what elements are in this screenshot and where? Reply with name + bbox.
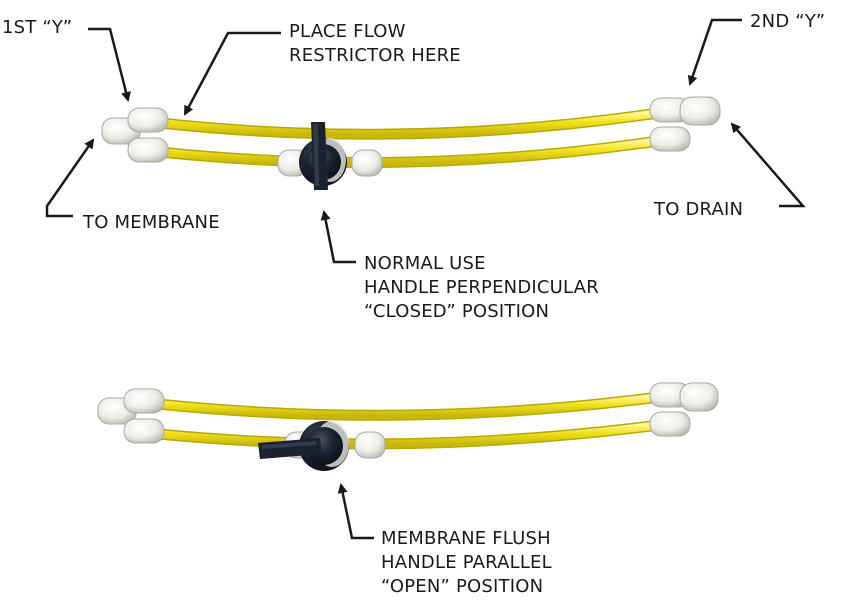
first-y-text: 1ST “Y” — [2, 16, 72, 40]
arrow-first-y — [88, 29, 128, 100]
top-assembly — [102, 97, 720, 190]
to-drain-text: TO DRAIN — [654, 198, 743, 222]
arrow-to-membrane — [47, 140, 93, 216]
label-normal-use: NORMAL USE HANDLE PERPENDICULAR “CLOSED”… — [364, 252, 599, 324]
label-membrane-flush: MEMBRANE FLUSH HANDLE PARALLEL “OPEN” PO… — [381, 527, 552, 599]
normal-use-line-2: HANDLE PERPENDICULAR — [364, 276, 599, 300]
label-to-membrane: TO MEMBRANE — [83, 211, 220, 235]
bottom-assembly — [98, 383, 718, 471]
second-y-text: 2ND “Y” — [750, 10, 825, 34]
arrow-normal-use — [324, 212, 356, 262]
membrane-flush-line-1: MEMBRANE FLUSH — [381, 527, 552, 551]
membrane-flush-line-2: HANDLE PARALLEL — [381, 551, 552, 575]
arrow-flow-restrictor — [185, 33, 281, 114]
label-flow-restrictor: PLACE FLOW RESTRICTOR HERE — [289, 20, 461, 68]
label-to-drain: TO DRAIN — [654, 198, 743, 222]
label-first-y: 1ST “Y” — [2, 16, 72, 40]
bottom-left-y-fitting — [98, 389, 164, 443]
label-second-y: 2ND “Y” — [750, 10, 825, 34]
arrow-to-drain — [732, 124, 803, 206]
normal-use-line-3: “CLOSED” POSITION — [364, 300, 599, 324]
membrane-flush-line-3: “OPEN” POSITION — [381, 575, 552, 599]
arrow-second-y — [690, 20, 742, 84]
flow-restrictor-line-1: PLACE FLOW — [289, 20, 461, 44]
second-y-fitting — [650, 97, 720, 151]
to-membrane-text: TO MEMBRANE — [83, 211, 220, 235]
first-y-fitting — [102, 108, 168, 162]
bottom-right-y-fitting — [650, 383, 718, 436]
flow-restrictor-line-2: RESTRICTOR HERE — [289, 44, 461, 68]
valve-open — [258, 421, 385, 471]
normal-use-line-1: NORMAL USE — [364, 252, 599, 276]
arrow-membrane-flush — [341, 485, 374, 538]
